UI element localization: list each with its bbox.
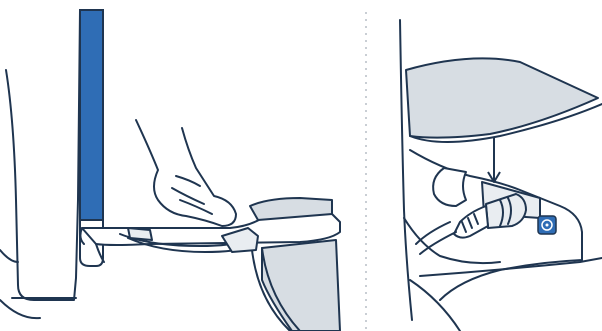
lower-body-edge bbox=[404, 218, 602, 331]
connector-cable-tail bbox=[416, 222, 456, 254]
connector-cable bbox=[454, 206, 488, 238]
hand bbox=[136, 120, 236, 226]
stand-base bbox=[0, 250, 76, 318]
machine-wall bbox=[400, 20, 412, 320]
connector-port-icon bbox=[538, 216, 556, 234]
right-panel bbox=[400, 20, 602, 331]
blue-rod bbox=[80, 10, 103, 220]
cable-holder bbox=[433, 168, 466, 206]
cable-clip bbox=[128, 228, 152, 240]
top-shelf bbox=[406, 58, 598, 137]
left-panel bbox=[0, 10, 340, 331]
stand-pole bbox=[6, 10, 80, 300]
lower-platform bbox=[262, 240, 340, 331]
